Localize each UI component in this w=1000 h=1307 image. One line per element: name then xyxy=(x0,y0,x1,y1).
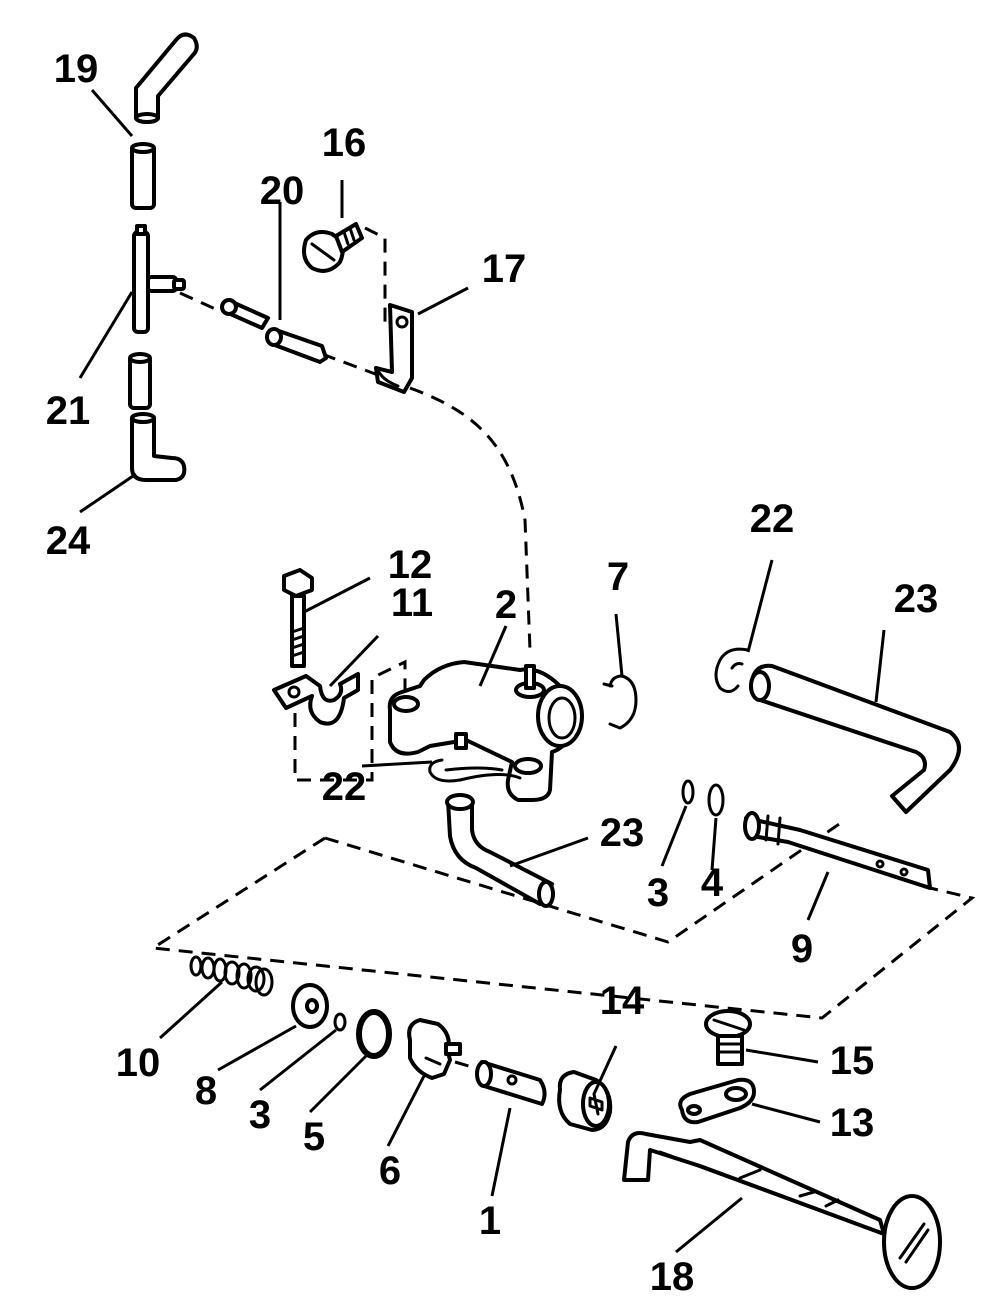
shaft-center-line xyxy=(324,818,846,944)
label-6: 6 xyxy=(379,1149,401,1193)
label-18: 18 xyxy=(650,1255,695,1299)
part-1-pin xyxy=(475,1060,547,1106)
label-10: 10 xyxy=(116,1041,161,1085)
label-22-upper: 22 xyxy=(750,497,795,541)
label-11: 11 xyxy=(391,581,433,625)
part-16-screw xyxy=(302,222,364,273)
label-23-upper: 23 xyxy=(894,577,939,621)
part-17-clip xyxy=(374,303,414,394)
part-20-hose-pieces xyxy=(220,298,328,364)
part-3-4-o-rings xyxy=(681,779,725,817)
part-5-ring xyxy=(356,1009,392,1059)
clip-to-body-line xyxy=(409,386,532,651)
part-10-spring xyxy=(189,955,274,997)
part-22-lower-clamp xyxy=(428,758,522,783)
part-14-knob xyxy=(557,1070,613,1132)
label-22-lower: 22 xyxy=(322,765,367,809)
label-7: 7 xyxy=(607,555,629,599)
part-6-cam xyxy=(407,1018,462,1080)
part-12-bolt xyxy=(282,568,314,668)
hose-route-line xyxy=(179,291,223,314)
label-23-lower: 23 xyxy=(600,811,645,855)
label-24: 24 xyxy=(46,519,91,563)
part-labels: 19 16 20 17 21 24 12 11 2 7 22 23 22 23 … xyxy=(46,47,939,1299)
label-9: 9 xyxy=(791,927,813,971)
label-19: 19 xyxy=(54,47,99,91)
label-3-lower: 3 xyxy=(249,1093,271,1137)
label-2: 2 xyxy=(495,583,517,627)
label-1: 1 xyxy=(479,1199,501,1243)
label-4: 4 xyxy=(701,861,724,905)
bracket-bolt-line xyxy=(293,659,407,782)
part-11-bracket xyxy=(272,672,360,726)
part-7-ring xyxy=(602,674,638,730)
label-8: 8 xyxy=(195,1069,217,1113)
part-21-tee-fitting xyxy=(132,224,186,334)
part-15-screw xyxy=(704,1009,752,1066)
label-14: 14 xyxy=(600,979,645,1023)
label-13: 13 xyxy=(830,1101,875,1145)
leader-lines xyxy=(78,89,886,1254)
screw-to-clip-line xyxy=(364,226,387,330)
label-17: 17 xyxy=(482,247,527,291)
label-21: 21 xyxy=(46,389,91,433)
part-3-o-ring xyxy=(333,1012,347,1032)
label-15: 15 xyxy=(830,1039,875,1083)
label-5: 5 xyxy=(303,1115,325,1159)
label-12: 12 xyxy=(388,543,433,587)
part-23-lower-hose xyxy=(445,793,555,908)
label-3-upper: 3 xyxy=(647,871,669,915)
assembly-lines xyxy=(148,226,976,1072)
part-9-shaft xyxy=(743,811,932,890)
part-24-hose-elbow xyxy=(128,352,187,482)
part-19-hose-elbow xyxy=(130,32,199,210)
label-20: 20 xyxy=(260,169,305,213)
part-8-washer xyxy=(291,983,329,1029)
part-23-upper-hose xyxy=(749,663,961,814)
part-2-housing xyxy=(387,660,584,802)
lower-assembly-frame xyxy=(148,836,976,1020)
part-13-link-plate xyxy=(678,1077,756,1125)
part-18-lever xyxy=(622,1131,942,1290)
hose-to-clip-line xyxy=(321,352,379,377)
part-22-upper-clamp xyxy=(714,647,750,693)
label-16: 16 xyxy=(322,121,367,165)
